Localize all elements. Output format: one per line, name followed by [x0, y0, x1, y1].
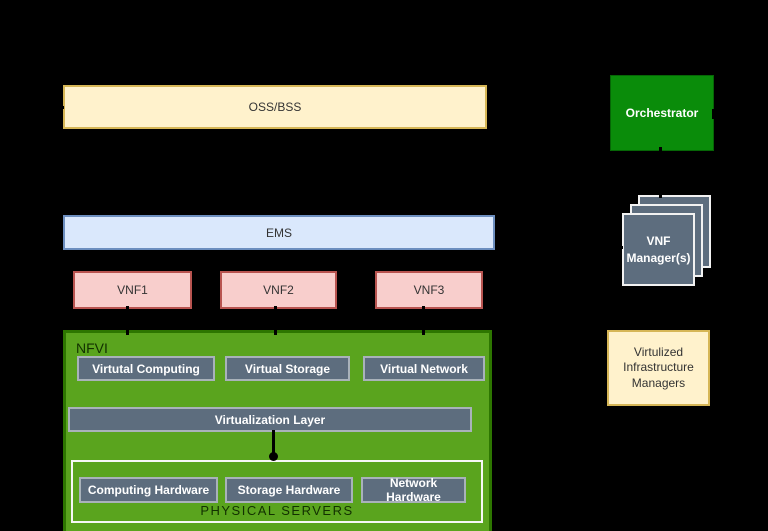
- vnf3-label: VNF3: [413, 283, 445, 297]
- vnf-manager-label: VNF Manager(s): [626, 234, 691, 265]
- node-virtualization-layer: Virtualization Layer: [68, 407, 472, 432]
- node-virtual-computing: Virtutal Computing: [77, 356, 215, 381]
- orchestrator-label: Orchestrator: [625, 106, 699, 120]
- virtualization-layer-connector-line: [272, 430, 275, 456]
- nfvi-left-connector-tick-1: [54, 406, 63, 409]
- vim-label: Virtulized Infrastructure Managers: [623, 344, 694, 390]
- nfvi-top-connector-tick-1: [126, 327, 129, 335]
- node-computing-hardware: Computing Hardware: [79, 477, 218, 503]
- vnf3-bottom-connector-tick: [422, 306, 425, 313]
- nfvi-left-connector-tick-2: [54, 416, 63, 419]
- vnf-manager-top-connector-tick: [659, 191, 662, 198]
- orchestrator-bottom-connector-tick: [659, 147, 662, 155]
- node-oss-bss: OSS/BSS: [63, 85, 487, 129]
- virtualization-layer-label: Virtualization Layer: [214, 412, 326, 427]
- virtual-storage-label: Virtual Storage: [244, 361, 331, 376]
- virtual-network-label: Virtual Network: [380, 361, 468, 376]
- orchestrator-right-connector-tick: [712, 109, 715, 119]
- node-virtualized-infrastructure-managers: Virtulized Infrastructure Managers: [607, 330, 710, 406]
- vnf2-label: VNF2: [263, 283, 294, 297]
- storage-hardware-label: Storage Hardware: [237, 483, 341, 497]
- node-physical-servers: Computing Hardware Storage Hardware Netw…: [71, 460, 483, 523]
- ems-label: EMS: [265, 225, 292, 240]
- nfvi-left-connector-tick-3: [54, 426, 63, 429]
- computing-hardware-label: Computing Hardware: [87, 483, 210, 497]
- physical-servers-label: PHYSICAL SERVERS: [200, 503, 354, 518]
- vnf2-bottom-connector-tick: [274, 306, 277, 313]
- virtual-computing-label: Virtutal Computing: [92, 361, 200, 376]
- node-vnf2: VNF2: [220, 271, 337, 309]
- node-vnf1: VNF1: [73, 271, 192, 309]
- node-storage-hardware: Storage Hardware: [225, 477, 353, 503]
- virtualization-layer-connector-dot: [269, 452, 278, 461]
- vnf1-bottom-connector-tick: [126, 306, 129, 313]
- network-hardware-label: Network Hardware: [386, 476, 441, 504]
- node-nfvi: NFVI Virtutal Computing Virtual Storage …: [63, 330, 492, 531]
- nfvi-label: NFVI: [76, 340, 108, 356]
- vnf1-label: VNF1: [117, 283, 148, 297]
- node-vnf-manager: VNF Manager(s): [622, 213, 695, 286]
- node-orchestrator: Orchestrator: [610, 75, 714, 151]
- vnf-manager-left-connector-tick: [615, 246, 623, 249]
- node-network-hardware: Network Hardware: [361, 476, 466, 504]
- node-virtual-storage: Virtual Storage: [225, 356, 350, 381]
- nfvi-top-connector-tick-2: [274, 327, 277, 335]
- node-vnf3: VNF3: [375, 271, 483, 309]
- nfvi-top-connector-tick-3: [422, 327, 425, 335]
- node-virtual-network: Virtual Network: [363, 356, 485, 381]
- oss-bss-label: OSS/BSS: [248, 100, 302, 114]
- node-ems: EMS: [63, 215, 495, 250]
- oss-bss-left-connector-tick: [56, 106, 64, 109]
